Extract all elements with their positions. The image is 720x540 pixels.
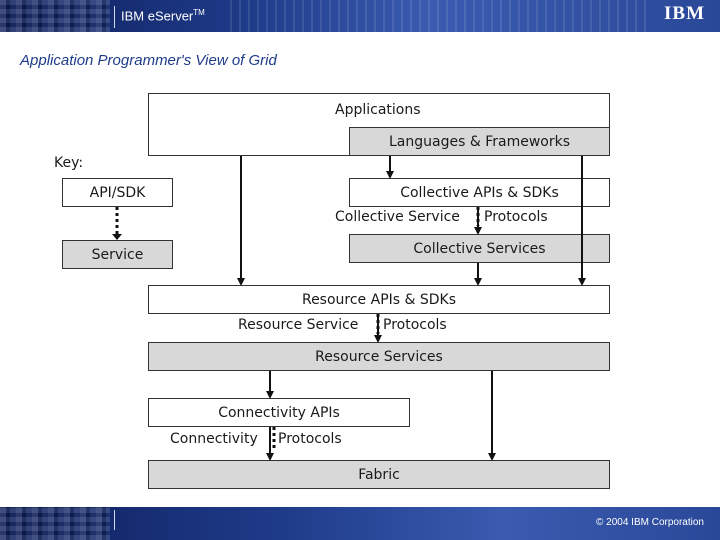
key-api-label: API/SDK [89,184,146,201]
collective-services-label: Collective Services [413,240,546,257]
header-divider [114,6,115,28]
copyright-text: © 2004 IBM Corporation [596,517,704,528]
collective-apis-box: Collective APIs & SDKs [349,178,610,207]
header-band: IBM eServerTM IBM [0,0,720,32]
resource-apis-label: Resource APIs & SDKs [301,291,457,308]
connectivity-apis-label: Connectivity APIs [218,404,340,421]
connectivity-label: Connectivity [170,431,258,447]
slide-title: Application Programmer's View of Grid [20,52,277,69]
connectivity-apis-box: Connectivity APIs [148,398,410,427]
resource-apis-box: Resource APIs & SDKs [148,285,610,314]
key-service-box: Service [62,240,173,269]
fabric-label: Fabric [358,466,400,483]
collective-services-box: Collective Services [349,234,610,263]
footer-mosaic [0,507,110,540]
collective-apis-label: Collective APIs & SDKs [400,184,559,201]
applications-label: Applications [335,102,421,118]
brand-title: IBM eServerTM [121,8,205,24]
connectivity-protocols-label: Protocols [278,431,342,447]
resource-protocols-label: Protocols [383,317,447,333]
resource-services-label: Resource Services [315,348,443,365]
resource-service-label: Resource Service [238,317,359,333]
collective-service-label: Collective Service [335,209,460,225]
key-api-box: API/SDK [62,178,173,207]
ibm-logo: IBM [664,4,714,24]
languages-frameworks-label: Languages & Frameworks [389,133,570,150]
collective-protocols-label: Protocols [484,209,548,225]
resource-services-box: Resource Services [148,342,610,371]
languages-frameworks-box: Languages & Frameworks [349,127,610,156]
header-pattern [230,0,650,32]
key-label: Key: [54,155,84,171]
header-mosaic [0,0,110,32]
key-arrowhead [112,234,122,240]
fabric-box: Fabric [148,460,610,489]
footer-divider [114,510,115,530]
footer-band: © 2004 IBM Corporation [0,507,720,540]
key-service-label: Service [91,246,144,263]
